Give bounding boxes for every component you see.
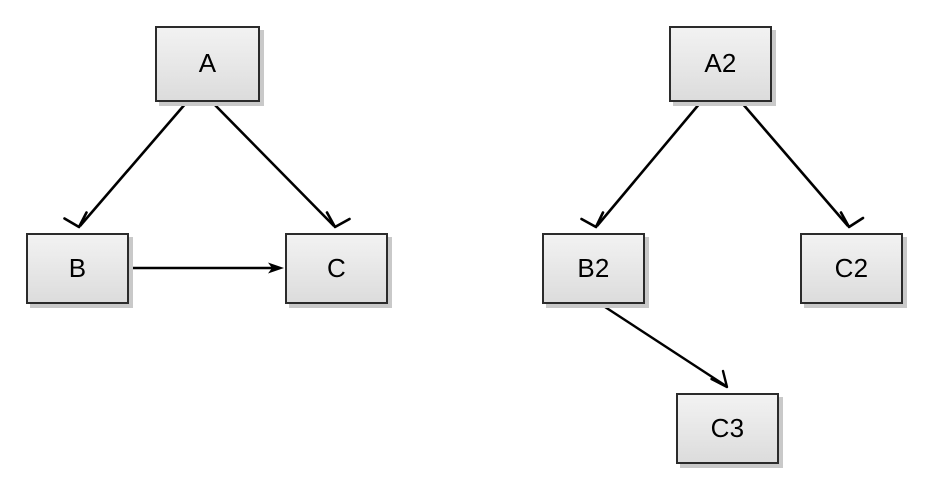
edge-a2-to-b2	[580, 102, 701, 229]
node-a2[interactable]: A2	[669, 26, 772, 102]
node-a2-label: A2	[704, 48, 737, 78]
node-b2-label: B2	[577, 252, 610, 283]
node-c3[interactable]: C3	[676, 393, 779, 464]
edge-a-to-b	[63, 102, 187, 229]
arrowhead-open-icon	[580, 211, 605, 229]
node-c2-label: C2	[834, 252, 869, 283]
node-b-label: B	[68, 252, 87, 283]
node-a[interactable]: A	[155, 26, 260, 102]
arrowhead-open-icon	[325, 211, 351, 229]
arrowhead-solid-icon	[268, 262, 284, 274]
arrowhead-open-icon	[63, 211, 88, 229]
edge-b-to-c	[130, 262, 284, 274]
edge-b2-to-c3	[601, 303, 729, 389]
node-c3-label: C3	[710, 412, 745, 443]
arrowhead-open-icon	[839, 211, 865, 229]
node-a-label: A	[198, 48, 217, 78]
node-b[interactable]: B	[26, 233, 129, 304]
edge-a2-to-c2	[741, 102, 865, 229]
node-c[interactable]: C	[285, 233, 388, 304]
node-b2[interactable]: B2	[542, 233, 645, 304]
node-c2[interactable]: C2	[800, 233, 903, 304]
node-c-label: C	[327, 252, 346, 283]
edge-a-to-c	[212, 102, 351, 229]
arrowhead-open-icon	[710, 369, 729, 389]
